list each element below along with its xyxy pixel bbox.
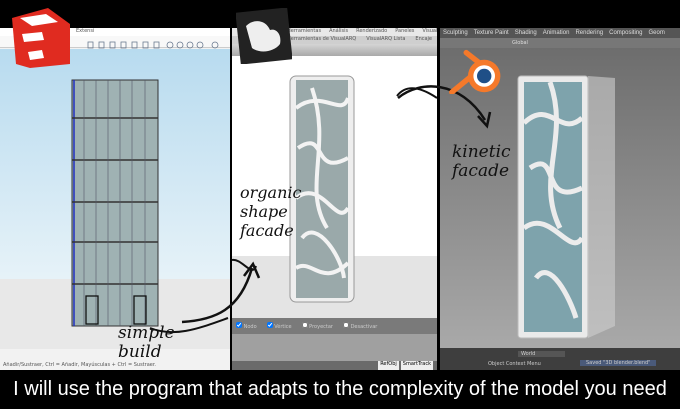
tab[interactable]: Shading <box>514 30 537 36</box>
menu-item[interactable]: Herramientas <box>287 28 322 34</box>
annotation-line: facade <box>452 161 510 181</box>
menu-item[interactable]: Renderizado <box>356 28 388 34</box>
annotation-line: organic <box>240 183 302 202</box>
tab[interactable]: Herramientas de VisualARQ <box>287 36 357 42</box>
rhino-menu-bar[interactable]: Herramientas Análisis Renderizado Panele… <box>232 28 437 36</box>
rhino-tabs[interactable]: Herramientas de VisualARQ VisualARQ List… <box>232 36 437 44</box>
tab[interactable]: VisualARQ Lista <box>366 36 406 42</box>
command-area[interactable] <box>232 334 437 361</box>
organic-facade-model[interactable] <box>232 28 437 370</box>
checkbox-label: Desactivar <box>350 324 378 330</box>
annotation-line: simple <box>118 323 175 343</box>
tab[interactable]: Texture Paint <box>473 30 509 36</box>
menu-item[interactable]: Análisis <box>329 28 349 34</box>
tab[interactable]: Compositing <box>609 30 643 36</box>
sketchup-panel: Extensi simple build Añadir/Sustraer, Ct… <box>0 28 230 370</box>
tab[interactable]: Geom <box>648 30 665 36</box>
annotation-simple-build: simple build <box>118 324 175 362</box>
simple-building-model[interactable] <box>0 28 230 370</box>
arrow-rhino-to-blender <box>397 85 487 121</box>
status-bar: Añadir/Sustraer, Ctrl = Añadir, Mayúscul… <box>0 360 230 370</box>
menu-item[interactable]: Paneles <box>395 28 415 34</box>
checkbox-proyectar[interactable]: Proyectar <box>301 322 333 330</box>
arrow-sketchup-to-rhino <box>181 267 254 324</box>
annotation-line: kinetic <box>452 142 511 162</box>
rhino-logo-icon <box>236 8 292 64</box>
header-toolbar[interactable]: Global <box>440 38 680 48</box>
blender-status-area: World Object Context Menu Saved "3D blen… <box>440 348 680 370</box>
sketchup-logo-icon <box>12 8 70 68</box>
checkbox-nodo[interactable]: Nodo <box>236 322 257 330</box>
blender-logo-icon <box>449 49 501 94</box>
annotation-line: facade <box>240 221 294 240</box>
annotation-kinetic-facade: kinetic facade <box>452 143 511 181</box>
checkbox-label: Vértice <box>274 324 292 330</box>
rhino-panel: Herramientas Análisis Renderizado Panele… <box>232 28 437 370</box>
tab[interactable]: Encaje <box>415 36 433 42</box>
world-field[interactable]: World <box>518 351 566 357</box>
annotation-line: shape <box>240 202 288 221</box>
status-hint: Object Context Menu <box>488 361 541 367</box>
sketchup-toolbar-label: Extensi <box>0 28 230 36</box>
kinetic-facade-model[interactable] <box>440 28 680 370</box>
menu-item[interactable]: VisualARQ <box>422 28 437 34</box>
annotation-line: build <box>118 342 162 362</box>
transform-orientation[interactable]: Global <box>512 40 528 46</box>
checkbox-label: Nodo <box>243 324 257 330</box>
refobj-button[interactable]: RefObj <box>378 361 399 370</box>
checkbox-vertice[interactable]: Vértice <box>266 322 292 330</box>
workspace-tabs[interactable]: Sculpting Texture Paint Shading Animatio… <box>440 28 680 38</box>
osnap-bar: Nodo Vértice Proyectar Desactivar <box>232 318 437 334</box>
annotation-organic-shape-facade: organic shape facade <box>240 183 301 240</box>
rhino-status-bar: RefObj SmartTrack <box>232 361 437 370</box>
tab[interactable]: Rendering <box>575 30 604 36</box>
caption: I will use the program that adapts to th… <box>13 378 667 400</box>
status-message: Saved "3D blender.blend" <box>580 360 657 366</box>
toolbar-icons[interactable] <box>0 39 230 51</box>
tab[interactable]: Sculpting <box>443 30 468 36</box>
checkbox-desactivar[interactable]: Desactivar <box>342 322 378 330</box>
smarttrack-button[interactable]: SmartTrack <box>400 361 433 370</box>
tab[interactable]: Animation <box>542 30 570 36</box>
checkbox-label: Proyectar <box>309 324 333 330</box>
